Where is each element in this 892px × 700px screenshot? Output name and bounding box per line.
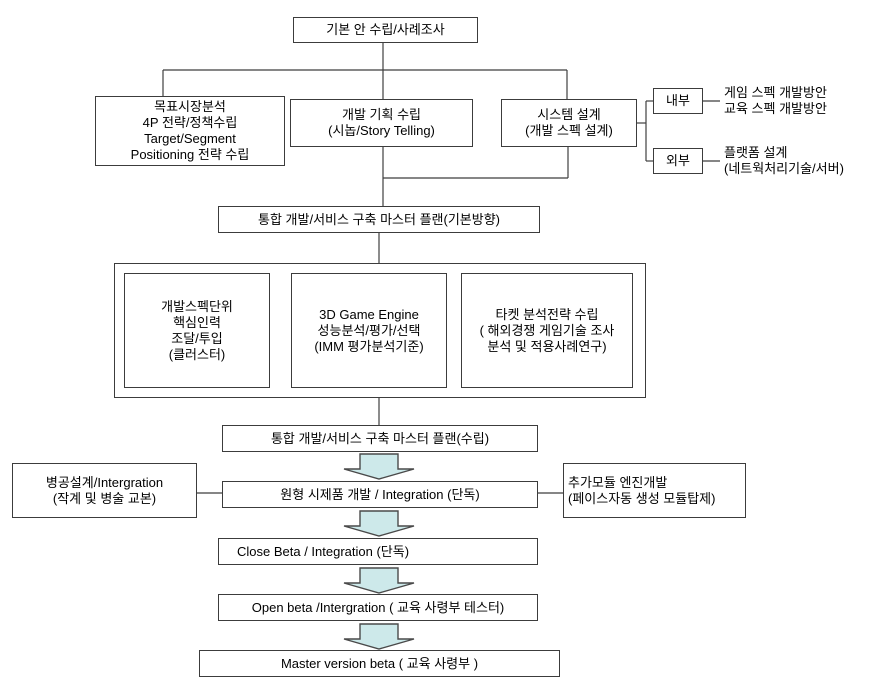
node-master-plan-establish: 통합 개발/서비스 구축 마스터 플랜(수립) <box>222 425 538 452</box>
node-addon-module: 추가모듈 엔진개발 (페이스자동 생성 모듈탑제) <box>563 463 746 518</box>
addon-module-line-2: (페이스자동 생성 모듈탑제) <box>568 490 716 506</box>
addon-module-line-1: 추가모듈 엔진개발 <box>568 474 668 490</box>
internal-label: 내부 <box>666 93 690 108</box>
node-master-version: Master version beta ( 교육 사령부 ) <box>199 650 560 677</box>
close-beta-label: Close Beta / Integration (단독) <box>237 543 410 559</box>
external-note-line-1: 플랫폼 설계 <box>724 145 788 160</box>
node-system-design: 시스템 설계 (개발 스펙 설계) <box>501 99 637 147</box>
system-design-line-2: (개발 스펙 설계) <box>525 123 613 138</box>
target-analysis-line-1: 타켓 분석전략 수립 <box>495 306 599 322</box>
flow-arrow-down-3 <box>343 567 415 594</box>
market-line-2: 4P 전략/정책수립 <box>142 115 238 130</box>
note-external: 플랫폼 설계 (네트웍처리기술/서버) <box>724 145 844 177</box>
node-master-plan-direction: 통합 개발/서비스 구축 마스터 플랜(기본방향) <box>218 206 540 233</box>
cluster-line-4: (클러스터) <box>168 346 226 362</box>
node-prototype: 원형 시제품 개발 / Integration (단독) <box>222 481 538 508</box>
system-design-line-1: 시스템 설계 <box>537 107 601 122</box>
node-cluster: 개발스펙단위 핵심인력 조달/투입 (클러스터) <box>124 273 270 388</box>
market-line-3: Target/Segment <box>144 131 236 146</box>
master-plan-establish-label: 통합 개발/서비스 구축 마스터 플랜(수립) <box>270 430 490 446</box>
node-base-plan-label: 기본 안 수립/사례조사 <box>326 22 445 37</box>
target-analysis-line-3: 분석 및 적용사례연구) <box>487 338 607 354</box>
cluster-line-3: 조달/투입 <box>171 330 223 346</box>
game-engine-line-1: 3D Game Engine <box>319 306 419 322</box>
game-engine-line-2: 성능분석/평가/선택 <box>317 322 421 338</box>
military-design-line-2: (작계 및 병술 교본) <box>52 490 157 506</box>
internal-note-line-1: 게임 스펙 개발방안 <box>724 85 827 100</box>
military-design-line-1: 병공설계/Intergration <box>45 474 164 490</box>
flow-arrow-down-1 <box>343 453 415 480</box>
node-military-design: 병공설계/Intergration (작계 및 병술 교본) <box>12 463 197 518</box>
node-base-plan: 기본 안 수립/사례조사 <box>293 17 478 43</box>
node-close-beta: Close Beta / Integration (단독) <box>218 538 538 565</box>
node-market-analysis: 목표시장분석 4P 전략/정책수립 Target/Segment Positio… <box>95 96 285 166</box>
node-game-engine: 3D Game Engine 성능분석/평가/선택 (IMM 평가분석기준) <box>291 273 447 388</box>
master-plan-direction-label: 통합 개발/서비스 구축 마스터 플랜(기본방향) <box>258 211 500 227</box>
prototype-label: 원형 시제품 개발 / Integration (단독) <box>280 486 480 502</box>
game-engine-line-3: (IMM 평가분석기준) <box>314 338 424 354</box>
node-dev-planning: 개발 기획 수립 (시놉/Story Telling) <box>290 99 473 147</box>
flow-arrow-down-4 <box>343 623 415 650</box>
flow-arrow-down-2 <box>343 510 415 537</box>
dev-planning-line-2: (시놉/Story Telling) <box>328 123 435 138</box>
node-external: 외부 <box>653 148 703 174</box>
node-target-analysis: 타켓 분석전략 수립 ( 해외경쟁 게임기술 조사 분석 및 적용사례연구) <box>461 273 633 388</box>
node-internal: 내부 <box>653 88 703 114</box>
cluster-line-1: 개발스펙단위 <box>161 298 233 314</box>
note-internal: 게임 스펙 개발방안 교육 스펙 개발방안 <box>724 85 827 117</box>
internal-note-line-2: 교육 스펙 개발방안 <box>724 101 827 116</box>
market-line-4: Positioning 전략 수립 <box>130 147 250 162</box>
external-label: 외부 <box>666 153 690 168</box>
group-container <box>114 263 646 398</box>
market-line-1: 목표시장분석 <box>154 99 226 114</box>
cluster-line-2: 핵심인력 <box>173 314 221 330</box>
open-beta-label: Open beta /Intergration ( 교육 사령부 테스터) <box>251 599 505 615</box>
dev-planning-line-1: 개발 기획 수립 <box>342 107 421 122</box>
external-note-line-2: (네트웍처리기술/서버) <box>724 161 844 176</box>
target-analysis-line-2: ( 해외경쟁 게임기술 조사 <box>479 322 615 338</box>
node-open-beta: Open beta /Intergration ( 교육 사령부 테스터) <box>218 594 538 621</box>
master-version-label: Master version beta ( 교육 사령부 ) <box>280 655 479 671</box>
